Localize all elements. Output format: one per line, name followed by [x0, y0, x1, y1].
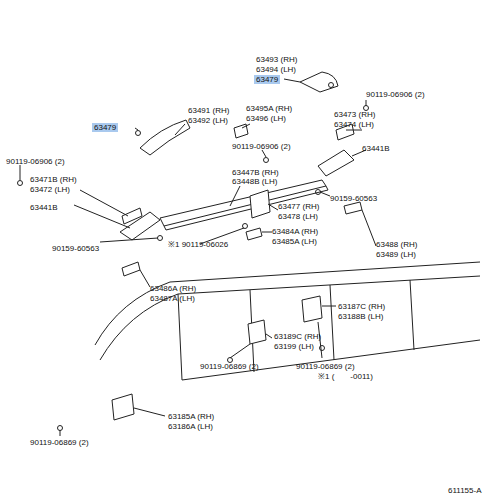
part-number: ※1 90119-06026 [168, 240, 228, 249]
part-number: 63484A (RH) [272, 227, 318, 236]
part-number: 63494 (LH) [256, 65, 296, 74]
part-number: 63471B (RH) [30, 175, 77, 184]
part-number: 90119-06906 (2) [366, 90, 425, 99]
part-number: ※1 ( -0011) [318, 372, 373, 381]
part-number: 63474 (LH) [334, 120, 374, 129]
part-number: 63441B [30, 203, 58, 212]
part-number: 63472 (LH) [30, 185, 70, 194]
part-number: 63188B (LH) [338, 312, 383, 321]
part-number: 63496 (LH) [246, 114, 286, 123]
part-number: 63189C (RH) [274, 332, 321, 341]
part-number: 90159-60563 [52, 244, 99, 253]
part-number: 63493 (RH) [256, 55, 297, 64]
part-number: 63487A (LH) [150, 294, 195, 303]
part-number: 63187C (RH) [338, 302, 385, 311]
part-number: 63486A (RH) [150, 284, 196, 293]
highlighted-part-number: 63479 [92, 123, 118, 132]
part-number: 63477 (RH) [278, 202, 319, 211]
part-number: 63447B (RH) [232, 168, 279, 177]
part-number: 63448B (LH) [232, 177, 277, 186]
part-number: 90119-06869 (2) [296, 362, 355, 371]
part-number: 90159-60563 [330, 194, 377, 203]
part-number: 90119-06906 (2) [232, 142, 291, 151]
part-number: 63473 (RH) [334, 110, 375, 119]
part-number: 90119-06869 (2) [30, 438, 89, 447]
part-number: 63478 (LH) [278, 212, 318, 221]
part-number: 63186A (LH) [168, 422, 213, 431]
part-number: 63489 (LH) [376, 250, 416, 259]
part-number: 63492 (LH) [188, 116, 228, 125]
part-number: 90119-06869 (2) [200, 362, 259, 371]
part-number: 63488 (RH) [376, 240, 417, 249]
part-number: 63441B [362, 144, 390, 153]
part-number: 63485A (LH) [272, 237, 317, 246]
part-number: 90119-06906 (2) [6, 157, 65, 166]
part-number: 63495A (RH) [246, 104, 292, 113]
part-number: 63185A (RH) [168, 412, 214, 421]
part-number: 63491 (RH) [188, 106, 229, 115]
part-number: 63199 (LH) [274, 342, 314, 351]
highlighted-part-number: 63479 [254, 75, 280, 84]
part-number: 611155-A [448, 486, 482, 495]
